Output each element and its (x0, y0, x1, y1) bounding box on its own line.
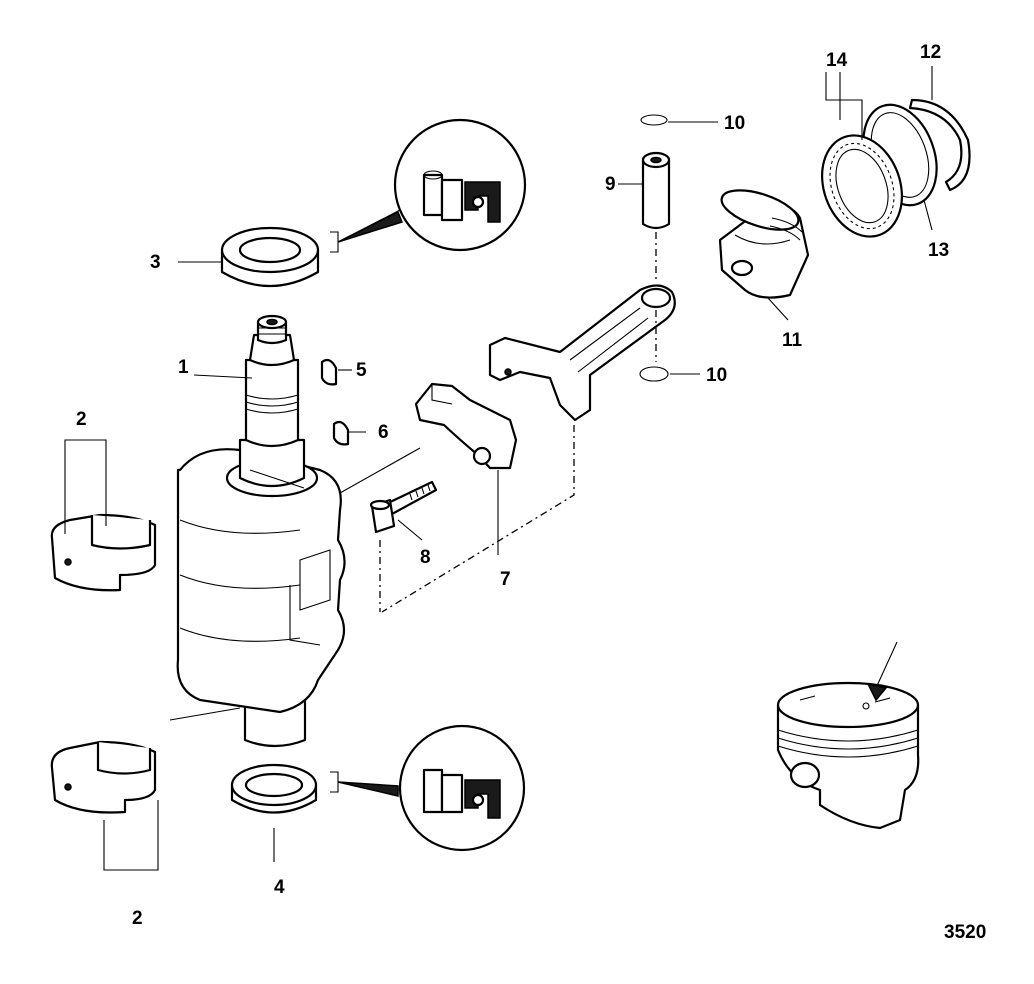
callout-6: 6 (378, 422, 389, 443)
oil-ring-expander (821, 134, 903, 238)
callout-14: 14 (826, 50, 848, 71)
callout-7: 7 (500, 569, 511, 590)
callout-13: 13 (928, 240, 949, 261)
woodruff-key-lower (332, 420, 350, 446)
piston-pin (641, 151, 671, 230)
connecting-rod (488, 284, 676, 422)
pin-retainer-lower (639, 366, 669, 382)
figure-number: 3520 (944, 922, 986, 943)
leader-lines (64, 66, 933, 871)
crankshaft (176, 314, 346, 748)
callout-1: 1 (178, 357, 189, 378)
woodruff-key-upper (320, 358, 338, 386)
upper-seal-detail (330, 118, 527, 253)
reference-arrow (866, 641, 898, 702)
callout-10-lower: 10 (706, 365, 727, 386)
rod-bolt (369, 480, 438, 534)
reference-piston (776, 681, 920, 830)
callout-2-lower: 2 (132, 908, 143, 929)
alignment-line-rod (381, 425, 575, 613)
piston (718, 189, 810, 299)
lower-seal-detail (330, 724, 526, 852)
pin-retainer-upper (640, 114, 668, 126)
main-bearing-lower (50, 740, 157, 814)
lower-oil-seal (230, 763, 318, 814)
callout-12: 12 (920, 42, 941, 63)
callout-9: 9 (605, 174, 616, 195)
callout-5: 5 (356, 360, 367, 381)
callout-11: 11 (782, 330, 803, 351)
piston-ring-top (908, 98, 971, 192)
callout-8: 8 (420, 547, 431, 568)
callout-4: 4 (274, 877, 285, 898)
callout-10-upper: 10 (724, 113, 745, 134)
main-bearing-upper (50, 513, 157, 592)
callout-2-upper: 2 (76, 409, 87, 430)
upper-oil-seal (220, 226, 320, 287)
callout-3: 3 (150, 252, 161, 273)
rod-cap (414, 382, 518, 470)
